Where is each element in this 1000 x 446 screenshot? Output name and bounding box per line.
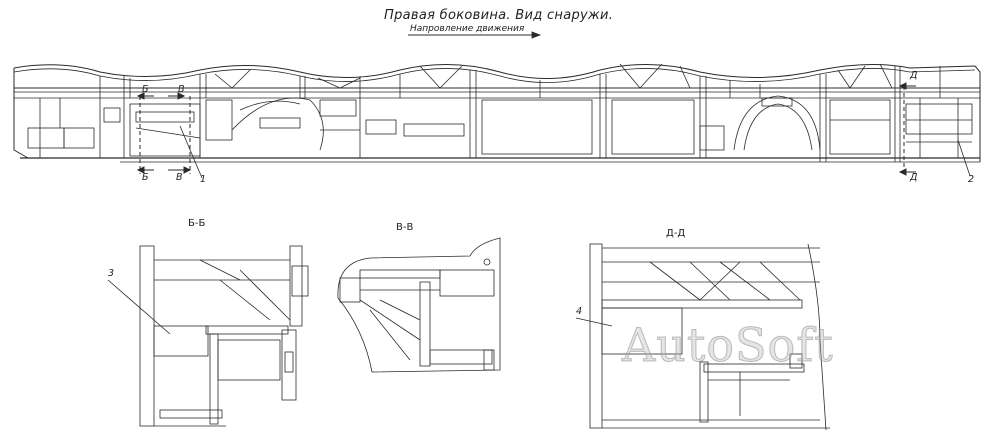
leader-lines xyxy=(179,125,971,179)
callout-1: 1 xyxy=(200,174,207,185)
cut-mark-v-top: В xyxy=(178,84,185,95)
callout-4: 4 xyxy=(576,306,583,317)
section-dd-title: Д-Д xyxy=(666,228,686,239)
section-bb-drawing xyxy=(139,245,309,427)
direction-label: Напровление движения xyxy=(410,24,525,34)
direction-arrow xyxy=(408,31,542,39)
roof-truss xyxy=(99,63,941,162)
cut-mark-b-bottom: Б xyxy=(142,172,149,183)
side-frame xyxy=(13,63,981,163)
section-vv-drawing xyxy=(337,237,501,373)
cut-mark-d-top: Д xyxy=(910,70,918,81)
section-bb-title: Б-Б xyxy=(188,218,206,229)
lower-panels xyxy=(27,95,973,158)
section-dd-drawing xyxy=(589,243,830,431)
cut-mark-v-bottom: В xyxy=(176,172,183,183)
cut-lines xyxy=(136,82,916,176)
section-leaders xyxy=(107,279,613,335)
callout-3: 3 xyxy=(108,268,115,279)
callout-2: 2 xyxy=(968,174,975,185)
section-vv-title: В-В xyxy=(396,222,414,233)
drawing-title: Правая боковина. Вид снаружи. xyxy=(384,8,614,23)
cut-mark-b-top: Б xyxy=(142,84,149,95)
cut-mark-d-bottom: Д xyxy=(910,172,918,183)
watermark: AutoSoft xyxy=(622,318,834,373)
